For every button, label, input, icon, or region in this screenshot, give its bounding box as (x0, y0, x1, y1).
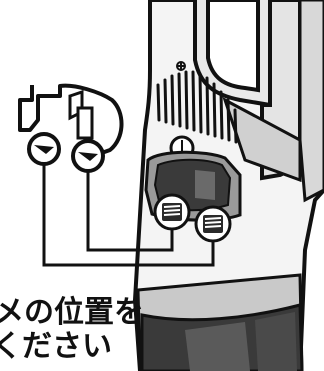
caption-line-1: メの位置を (0, 295, 144, 330)
port-right (194, 205, 232, 243)
tab-arrow-icon (78, 152, 98, 161)
instruction-caption: メの位置を ください (0, 296, 144, 364)
tab-left (27, 132, 61, 166)
port-left (153, 193, 191, 231)
tab-right (71, 139, 105, 173)
callout-lines (42, 164, 215, 267)
vent-grille (156, 70, 238, 144)
handheld-body (132, 0, 324, 371)
tab-arrow-icon (34, 145, 54, 154)
plus-mark (176, 61, 186, 71)
detached-clip (18, 83, 124, 157)
caption-line-2: ください (0, 329, 112, 364)
